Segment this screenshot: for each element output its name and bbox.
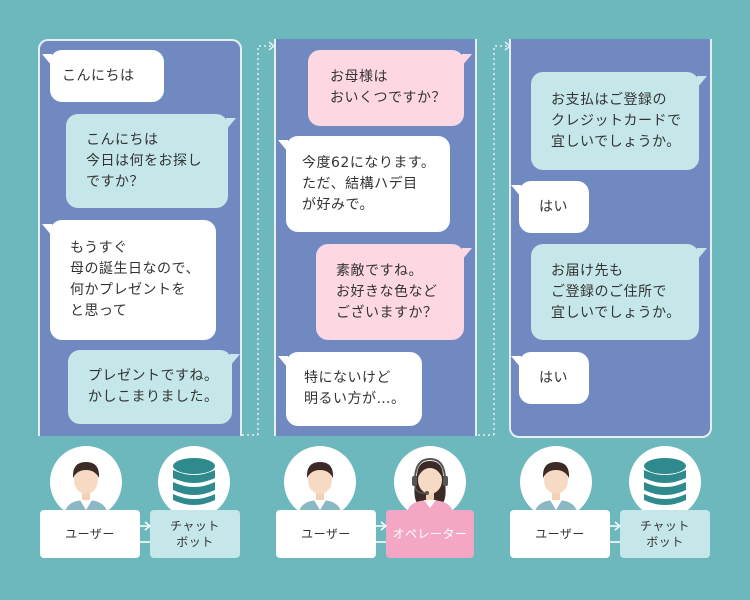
bubble-text-line: お母様は: [330, 69, 388, 85]
bubble-text-line: ご登録のご住所で: [551, 283, 667, 300]
user-label: ユーザー: [276, 510, 376, 558]
user-label: ユーザー: [510, 510, 610, 558]
bubble-text-line: お届け先も: [551, 262, 624, 279]
label-text: ユーザー: [65, 527, 115, 541]
bubble-text-line: はい: [539, 198, 568, 215]
bubble-text-line: 特にないけど: [304, 370, 391, 386]
label-text: ボット: [646, 535, 684, 549]
bubble-text-line: ございますか？: [336, 304, 438, 321]
label-text: ユーザー: [535, 527, 585, 541]
bubble-text-line: お好きな色など: [336, 283, 438, 300]
bubble-text-line: 今日は何をお探し: [86, 152, 202, 169]
chat-bubble-user: はい: [511, 352, 589, 404]
exchange-arrows-icon: [126, 521, 152, 547]
exchange-arrows-icon: [362, 521, 388, 547]
bubble-text-line: 素敵ですね。: [336, 262, 423, 279]
chat-bubble-user: 特にないけど 明るい方が…。: [278, 352, 422, 426]
chatbot-label: チャット ボット: [150, 510, 240, 558]
chat-bubble-bot: こんにちは 今日は何をお探し ですか？: [66, 114, 236, 208]
user-avatar-icon: [50, 446, 122, 518]
bubble-text-line: かしこまりました。: [88, 389, 219, 405]
operator-avatar-icon: [394, 446, 466, 518]
chat-bubble-operator: お母様は おいくつですか？: [308, 50, 472, 126]
bubble-text-line: こんにちは: [62, 67, 135, 84]
bubble-text-line: お支払はご登録の: [551, 91, 667, 108]
database-icon: [629, 446, 701, 518]
chat-bubble-user: こんにちは: [42, 50, 164, 102]
bubble-text-line: と思って: [70, 303, 128, 319]
exchange-arrows-icon: [596, 521, 622, 547]
bubble-text-line: クレジットカードで: [551, 112, 682, 129]
chat-bubble-bot: プレゼントですね。 かしこまりました。: [68, 350, 240, 424]
user-label: ユーザー: [40, 510, 140, 558]
bubble-text-line: ただ、結構ハデ目: [302, 175, 418, 192]
chat-bubble-user: 今度62になります。 ただ、結構ハデ目 が好みで。: [278, 136, 450, 232]
label-text: ボット: [176, 535, 214, 549]
bubble-text-line: こんにちは: [86, 131, 159, 148]
chat-bubble-bot: お支払はご登録の クレジットカードで 宜しいでしょうか。: [531, 72, 707, 170]
chatbot-label: チャット ボット: [620, 510, 710, 558]
bubble-text-line: 明るい方が…。: [304, 391, 406, 407]
connector-arrow-1: [242, 41, 276, 436]
bubble-text-line: はい: [539, 369, 568, 386]
label-text: オペレーター: [392, 527, 468, 541]
bubble-text-line: 何かプレゼントを: [70, 282, 186, 298]
operator-label: オペレーター: [386, 510, 474, 558]
bubble-text-line: おいくつですか？: [330, 90, 446, 106]
chat-bubble-bot: お届け先も ご登録のご住所で 宜しいでしょうか。: [531, 244, 707, 340]
label-text: チャット: [640, 519, 690, 533]
bubble-text-line: 宜しいでしょうか。: [551, 133, 681, 150]
chat-bubble-user: はい: [511, 181, 589, 233]
bubble-text-line: プレゼントですね。: [88, 368, 219, 384]
label-text: チャット: [170, 519, 220, 533]
user-avatar-icon: [520, 446, 592, 518]
database-icon: [158, 446, 230, 518]
bubble-text-line: ですか？: [86, 173, 144, 190]
bubble-text-line: 今度62になります。: [302, 154, 436, 171]
bubble-text-line: もうすぐ: [70, 240, 128, 256]
label-text: ユーザー: [301, 527, 351, 541]
connector-arrow-2: [478, 41, 512, 436]
chat-bubble-user: もうすぐ 母の誕生日なので、 何かプレゼントを と思って: [42, 220, 216, 340]
bubble-text-line: 母の誕生日なので、: [70, 261, 200, 277]
chat-bubble-operator: 素敵ですね。 お好きな色など ございますか？: [316, 244, 472, 340]
user-avatar-icon: [284, 446, 356, 518]
bubble-text-line: が好みで。: [302, 196, 374, 213]
bubble-text-line: 宜しいでしょうか。: [551, 304, 681, 321]
